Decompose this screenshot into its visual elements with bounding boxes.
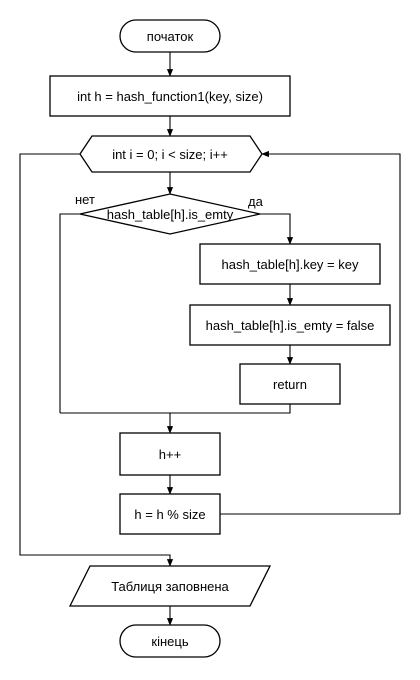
edge-return-merge xyxy=(60,404,291,414)
set-key-process: hash_table[h].key = key xyxy=(199,243,381,285)
increment-label: h++ xyxy=(159,447,181,462)
end-terminator: кінець xyxy=(119,624,221,658)
set-key-label: hash_table[h].key = key xyxy=(222,257,359,272)
wrap-label: h = h % size xyxy=(134,507,205,522)
condition-label: hash_table[h].is_emty xyxy=(107,207,234,222)
set-not-empty-label: hash_table[h].is_emty = false xyxy=(206,318,375,333)
edge-condition-yes xyxy=(260,213,294,245)
return-label: return xyxy=(273,377,307,392)
output-parallelogram: Таблиця заповнена xyxy=(68,565,272,607)
increment-process: h++ xyxy=(119,432,221,476)
edge-loop-back xyxy=(220,150,401,515)
loop-label: int i = 0; i < size; i++ xyxy=(112,147,228,162)
set-not-empty-process: hash_table[h].is_emty = false xyxy=(189,304,391,346)
init-hash-process: int h = hash_function1(key, size) xyxy=(49,75,291,117)
return-process: return xyxy=(239,363,341,405)
start-label: початок xyxy=(147,29,194,44)
wrap-process: h = h % size xyxy=(119,493,221,535)
init-hash-label: int h = hash_function1(key, size) xyxy=(77,89,263,104)
end-label: кінець xyxy=(151,634,188,649)
condition-diamond: hash_table[h].is_emty xyxy=(79,193,261,235)
branch-no-label: нет xyxy=(75,192,95,207)
start-terminator: початок xyxy=(119,19,221,53)
edge-condition-no xyxy=(59,213,80,413)
branch-yes-label: да xyxy=(248,194,264,209)
loop-hexagon: int i = 0; i < size; i++ xyxy=(79,135,263,173)
output-label: Таблиця заповнена xyxy=(111,579,229,594)
edge-loop-exit xyxy=(19,153,174,567)
connectors xyxy=(19,52,401,626)
